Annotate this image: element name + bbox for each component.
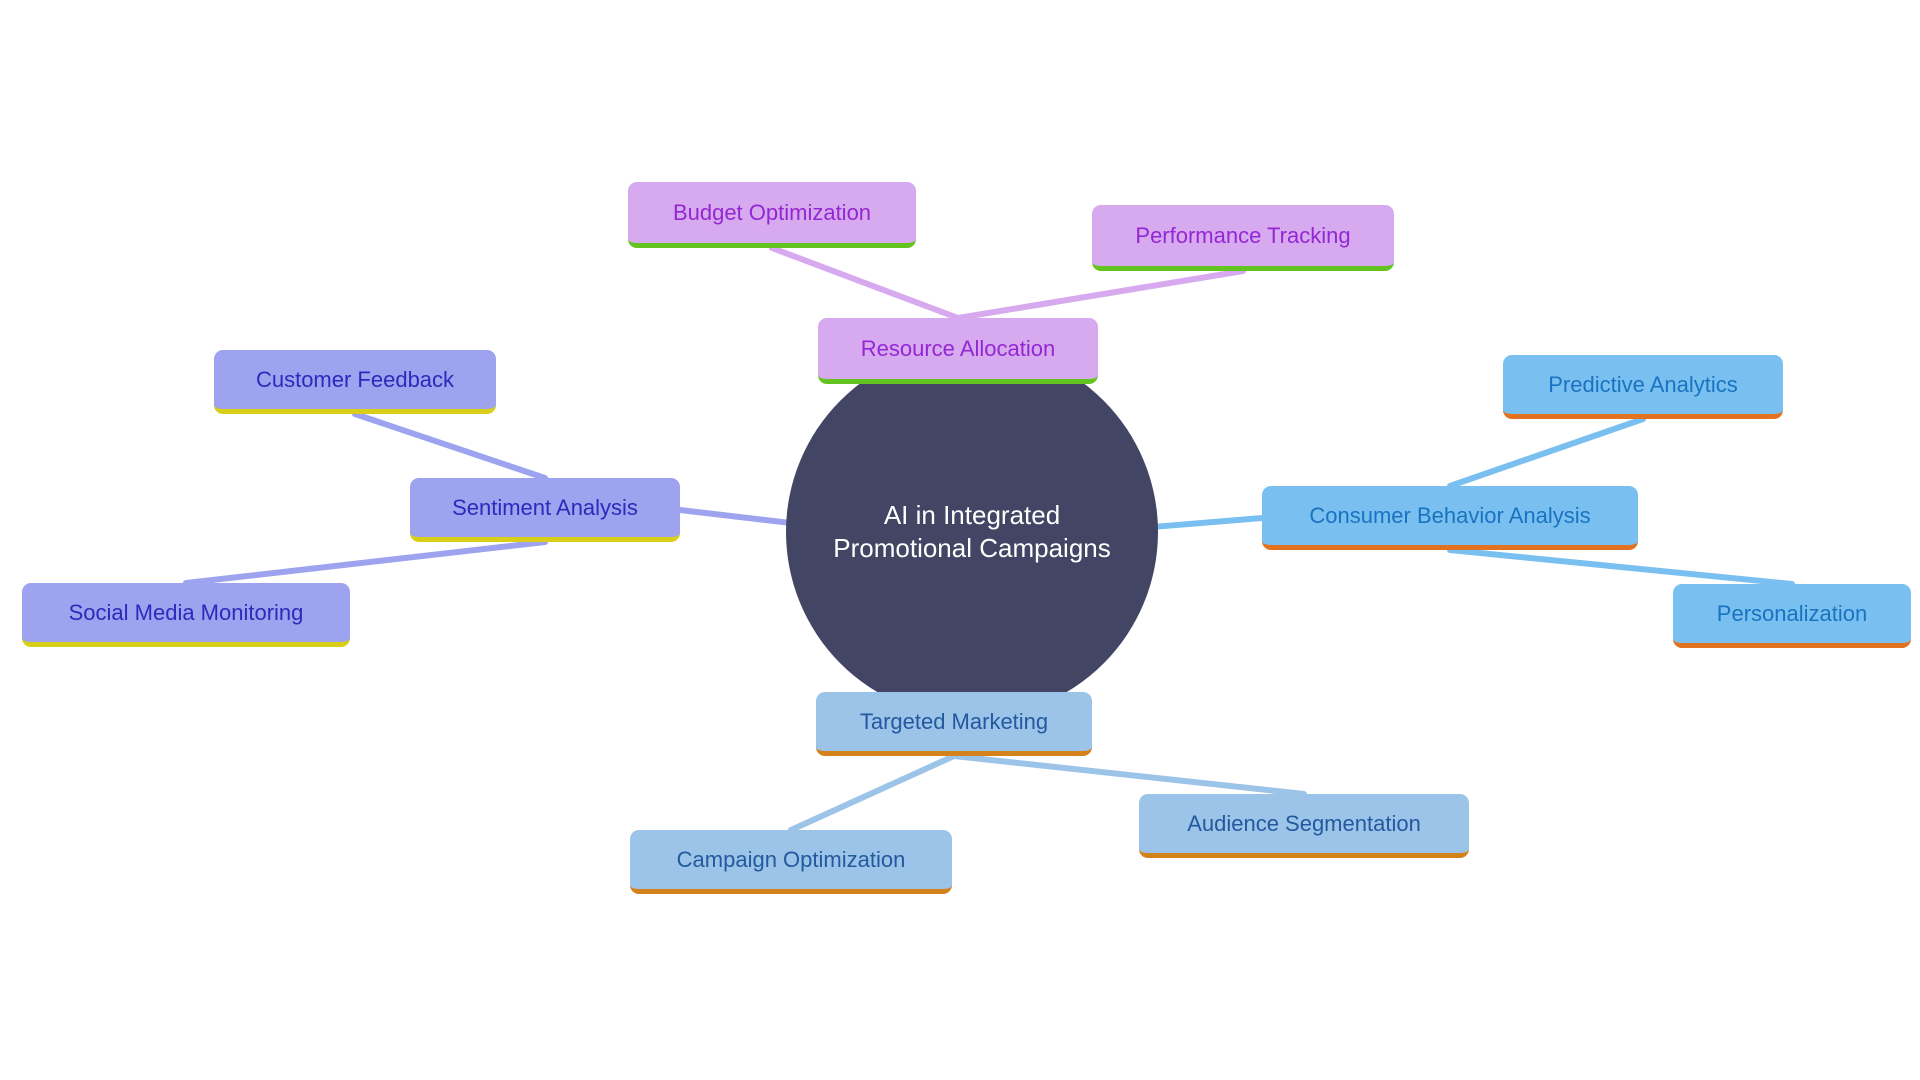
mindmap-node-budget-optimization[interactable]: Budget Optimization — [628, 182, 916, 248]
edge-sentiment-analysis-to-customer-feedback — [352, 411, 548, 481]
mindmap-node-label-campaign-optimization: Campaign Optimization — [676, 846, 906, 872]
edge-sentiment-analysis-to-social-media-monitoring — [183, 539, 548, 586]
mindmap-node-label-consumer-behavior-analysis: Consumer Behavior Analysis — [1309, 502, 1591, 528]
mindmap-node-label-customer-feedback: Customer Feedback — [255, 366, 455, 392]
mindmap-node-consumer-behavior-analysis[interactable]: Consumer Behavior Analysis — [1262, 486, 1638, 550]
edge-targeted-marketing-to-audience-segmentation — [951, 753, 1307, 797]
mindmap-node-audience-segmentation[interactable]: Audience Segmentation — [1139, 794, 1469, 858]
mindmap-node-sentiment-analysis[interactable]: Sentiment Analysis — [410, 478, 680, 542]
mindmap-root-node[interactable]: AI in Integrated Promotional Campaigns — [786, 346, 1158, 718]
mindmap-root-label: AI in Integrated Promotional Campaigns — [833, 499, 1111, 563]
edge-consumer-behavior-analysis-to-predictive-analytics — [1447, 416, 1646, 489]
mindmap-node-label-predictive-analytics: Predictive Analytics — [1548, 371, 1738, 397]
edge-root-to-consumer-behavior-analysis — [1154, 515, 1265, 530]
mindmap-node-customer-feedback[interactable]: Customer Feedback — [214, 350, 496, 414]
edge-resource-allocation-to-performance-tracking — [955, 268, 1246, 321]
mindmap-node-predictive-analytics[interactable]: Predictive Analytics — [1503, 355, 1783, 419]
mindmap-node-label-budget-optimization: Budget Optimization — [672, 199, 872, 225]
mindmap-node-personalization[interactable]: Personalization — [1673, 584, 1911, 648]
mindmap-node-label-personalization: Personalization — [1716, 600, 1868, 626]
mindmap-node-label-sentiment-analysis: Sentiment Analysis — [452, 494, 638, 520]
mindmap-node-label-performance-tracking: Performance Tracking — [1135, 222, 1351, 248]
mindmap-node-campaign-optimization[interactable]: Campaign Optimization — [630, 830, 952, 894]
mindmap-node-label-resource-allocation: Resource Allocation — [860, 335, 1056, 361]
mindmap-node-performance-tracking[interactable]: Performance Tracking — [1092, 205, 1394, 271]
mindmap-node-targeted-marketing[interactable]: Targeted Marketing — [816, 692, 1092, 756]
mindmap-node-label-targeted-marketing: Targeted Marketing — [859, 708, 1049, 734]
edge-targeted-marketing-to-campaign-optimization — [788, 753, 957, 833]
mindmap-node-resource-allocation[interactable]: Resource Allocation — [818, 318, 1098, 384]
mindmap-node-label-audience-segmentation: Audience Segmentation — [1187, 810, 1421, 836]
mindmap-node-social-media-monitoring[interactable]: Social Media Monitoring — [22, 583, 350, 647]
edge-consumer-behavior-analysis-to-personalization — [1447, 547, 1795, 587]
edge-root-to-sentiment-analysis — [677, 507, 790, 526]
mindmap-node-label-social-media-monitoring: Social Media Monitoring — [68, 599, 304, 625]
edge-resource-allocation-to-budget-optimization — [769, 245, 961, 321]
